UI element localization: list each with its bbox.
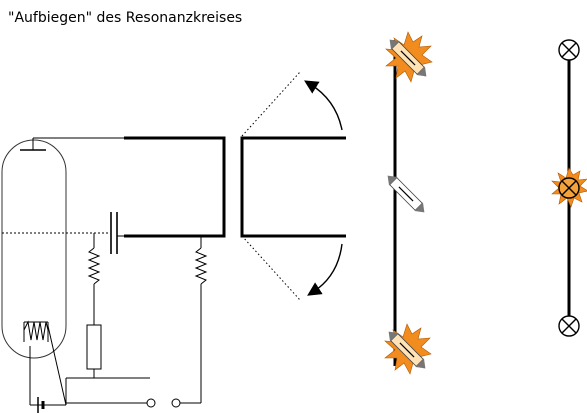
- bending-plates: [241, 71, 301, 301]
- plate-bent-top: [241, 71, 301, 137]
- curved-arrow-icon: [307, 243, 343, 296]
- spark-icon: [385, 31, 433, 83]
- terminal-right: [171, 398, 181, 408]
- resonant-circuit: [124, 136, 346, 238]
- dipole-antenna: [384, 31, 433, 375]
- lamp-off-icon: [558, 39, 580, 61]
- probe-lamp-icon: [387, 175, 425, 213]
- inductor-loop-right: [240, 136, 346, 238]
- lamp-dipole: [551, 39, 587, 337]
- grid-resistor: [87, 247, 101, 285]
- tube-oscillator: [1, 137, 208, 413]
- grid-load-resistor: [86, 324, 102, 370]
- lamp-on-icon: [551, 167, 587, 208]
- spark-icon: [384, 323, 432, 375]
- lamp-off-icon: [558, 315, 580, 337]
- inductor-loop-left: [124, 136, 226, 238]
- plate-bent-bottom: [241, 235, 301, 301]
- diagram-title: "Aufbiegen" des Resonanzkreises: [8, 10, 242, 26]
- curved-arrow-icon: [304, 80, 343, 131]
- terminal-left: [146, 398, 156, 408]
- vacuum-tube: [1, 139, 67, 359]
- plate-choke: [194, 247, 208, 285]
- tube-heater: [23, 320, 49, 342]
